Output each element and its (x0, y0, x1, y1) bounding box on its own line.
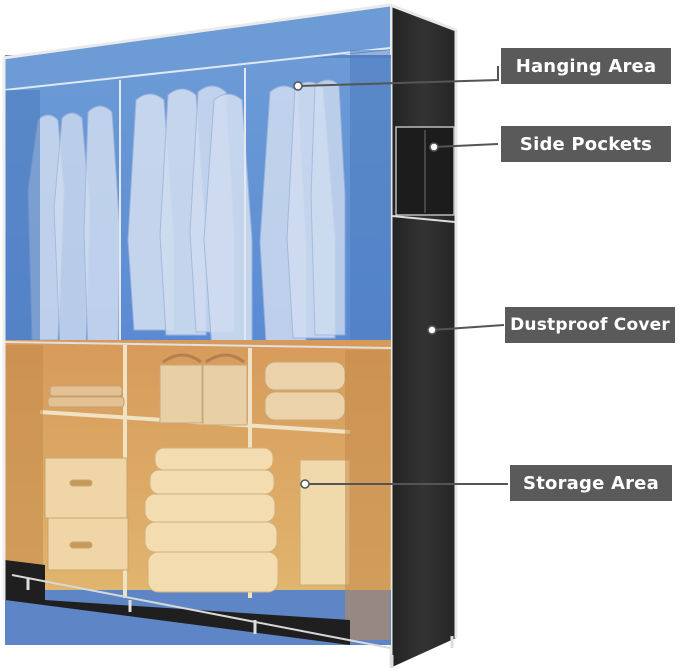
towel-stack (144, 447, 279, 593)
callouts (297, 66, 508, 485)
top-frame (2, 3, 391, 60)
divider-line (4, 341, 392, 349)
curtain-left (5, 90, 40, 345)
storage-area-label: Storage Area (510, 465, 672, 501)
storage-boxes (44, 457, 129, 571)
callout-dot-icon (427, 325, 437, 335)
baskets (159, 353, 248, 426)
top-band (3, 5, 390, 90)
wardrobe-feet (26, 578, 454, 668)
callout-dot-icon (293, 81, 303, 91)
curtain-right-lower (345, 350, 390, 640)
hanging-clothes (27, 79, 346, 353)
folded-clothes (47, 385, 125, 408)
side-pockets-label: Side Pockets (501, 126, 671, 162)
side-frame-edge (389, 3, 458, 638)
callout-dot-icon (300, 479, 310, 489)
top-rail (4, 47, 391, 91)
side-cover-panel (390, 5, 456, 668)
callout-dot-icon (429, 142, 439, 152)
hanging-area-label: Hanging Area (501, 48, 671, 84)
pocket-shelf-line (391, 215, 456, 223)
curtain-right (350, 50, 390, 345)
pillows (264, 361, 346, 421)
dustproof-cover-label: Dustproof Cover (505, 307, 675, 343)
bottom-frame (11, 574, 391, 649)
curtain-left-lower (5, 345, 43, 590)
storage-bag (299, 459, 351, 586)
